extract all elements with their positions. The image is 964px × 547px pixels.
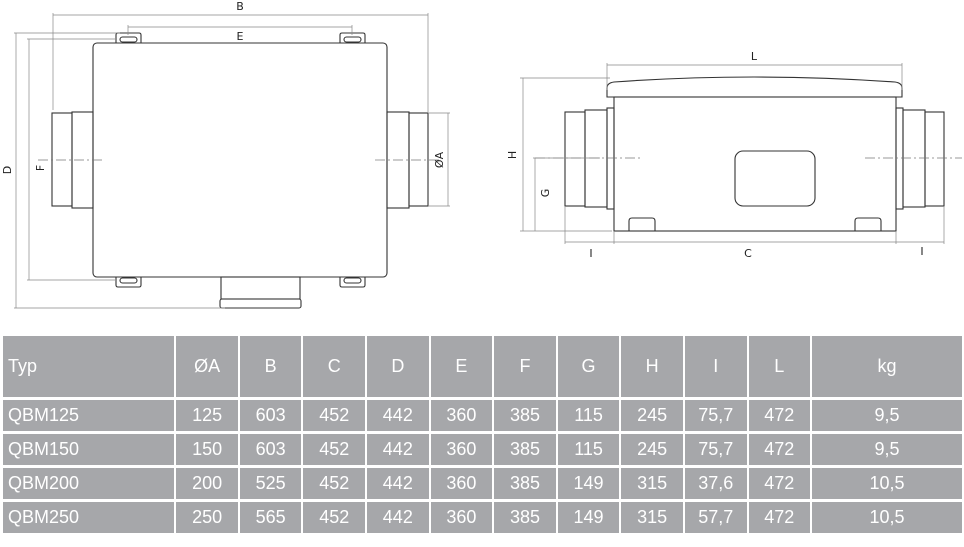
- header-cell: ØA: [174, 333, 240, 400]
- dim-label-c: C: [744, 247, 752, 260]
- model-cell: QBM200: [3, 465, 177, 502]
- value-cell: 10,5: [810, 499, 962, 535]
- value-cell: 360: [428, 499, 495, 535]
- value-cell: 385: [492, 499, 558, 535]
- header-cell: F: [492, 333, 558, 400]
- bottom-spigot: [219, 276, 302, 309]
- value-cell: 149: [555, 465, 622, 502]
- header-cell: Typ: [3, 333, 177, 400]
- top-view: B E D F ØA: [1, 0, 450, 309]
- dim-label-a: ØA: [433, 151, 446, 168]
- value-cell: 472: [746, 431, 813, 468]
- value-cell: 315: [619, 465, 685, 502]
- model-cell: QBM150: [3, 431, 177, 468]
- service-panel: [734, 150, 816, 207]
- header-cell: G: [555, 333, 622, 400]
- right-duct: [386, 111, 429, 209]
- model-cell: QBM125: [3, 397, 177, 434]
- value-cell: 9,5: [810, 397, 962, 434]
- value-cell: 200: [174, 465, 240, 502]
- dim-label-b: B: [236, 0, 244, 13]
- value-cell: 603: [237, 431, 304, 468]
- model-cell: QBM250: [3, 499, 177, 535]
- value-cell: 442: [365, 465, 431, 502]
- value-cell: 360: [428, 465, 495, 502]
- header-cell: E: [428, 333, 495, 400]
- header-cell: kg: [810, 333, 962, 400]
- value-cell: 9,5: [810, 431, 962, 468]
- dim-label-g: G: [539, 189, 552, 198]
- value-cell: 10,5: [810, 465, 962, 502]
- left-duct: [564, 107, 615, 210]
- value-cell: 565: [237, 499, 304, 535]
- value-cell: 525: [237, 465, 304, 502]
- table-header-row: Typ ØA B C D E F G H I L kg: [3, 333, 962, 400]
- header-cell: L: [746, 333, 813, 400]
- header-cell: H: [619, 333, 685, 400]
- value-cell: 115: [555, 431, 622, 468]
- value-cell: 452: [301, 465, 368, 502]
- header-cell: I: [682, 333, 749, 400]
- dim-label-i-left: I: [589, 247, 592, 260]
- dimension-lines: [14, 13, 450, 309]
- header-cell: C: [301, 333, 368, 400]
- header-cell: B: [237, 333, 304, 400]
- value-cell: 75,7: [682, 431, 749, 468]
- value-cell: 360: [428, 397, 495, 434]
- value-cell: 603: [237, 397, 304, 434]
- header-cell: D: [365, 333, 431, 400]
- value-cell: 472: [746, 465, 813, 502]
- value-cell: 125: [174, 397, 240, 434]
- value-cell: 37,6: [682, 465, 749, 502]
- feet: [628, 217, 882, 231]
- value-cell: 150: [174, 431, 240, 468]
- value-cell: 245: [619, 431, 685, 468]
- value-cell: 452: [301, 499, 368, 535]
- value-cell: 385: [492, 397, 558, 434]
- value-cell: 452: [301, 397, 368, 434]
- value-cell: 315: [619, 499, 685, 535]
- dim-label-e: E: [237, 30, 244, 43]
- value-cell: 472: [746, 397, 813, 434]
- dim-label-i-right: I: [920, 245, 923, 258]
- unit-lid: [606, 76, 903, 98]
- dim-label-d: D: [1, 166, 14, 174]
- value-cell: 385: [492, 465, 558, 502]
- dim-label-l: L: [751, 50, 758, 63]
- unit-body: [613, 96, 897, 232]
- unit-body: [92, 42, 388, 278]
- dimension-lines: [520, 63, 945, 244]
- value-cell: 472: [746, 499, 813, 535]
- technical-drawing: B E D F ØA L H G C I I: [1, 0, 962, 309]
- value-cell: 115: [555, 397, 622, 434]
- value-cell: 149: [555, 499, 622, 535]
- value-cell: 442: [365, 397, 431, 434]
- value-cell: 442: [365, 499, 431, 535]
- value-cell: 385: [492, 431, 558, 468]
- value-cell: 245: [619, 397, 685, 434]
- dim-label-f: F: [34, 165, 47, 171]
- value-cell: 360: [428, 431, 495, 468]
- right-duct: [895, 107, 945, 210]
- value-cell: 75,7: [682, 397, 749, 434]
- value-cell: 57,7: [682, 499, 749, 535]
- dim-label-h: H: [506, 151, 519, 159]
- value-cell: 442: [365, 431, 431, 468]
- value-cell: 452: [301, 431, 368, 468]
- side-view: L H G C I I: [506, 50, 962, 260]
- value-cell: 250: [174, 499, 240, 535]
- mounting-lugs: [115, 32, 366, 288]
